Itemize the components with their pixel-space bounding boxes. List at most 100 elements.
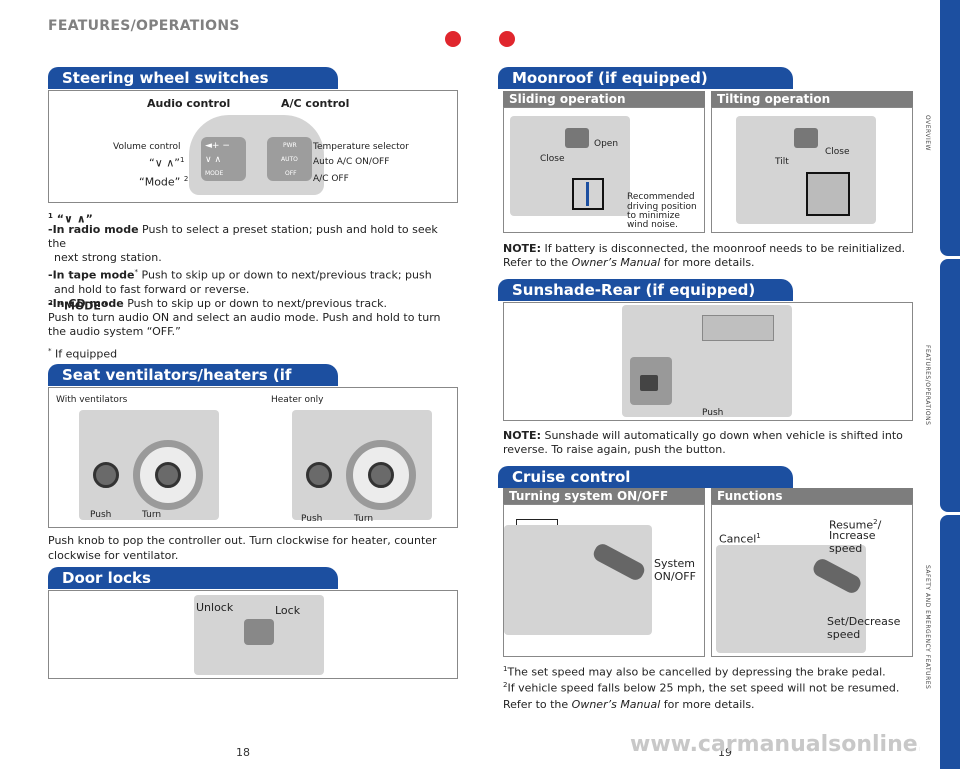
ac-switch-panel: PWR AUTO OFF [267,137,312,181]
recommended-line-4: wind noise. [627,220,678,230]
owners-manual-ref: Owner’s Manual [571,698,661,711]
sunshade-note-line-1: NOTE: Sunshade will automatically go dow… [503,429,903,443]
marker-line [586,182,589,206]
speed-label: speed [827,628,861,641]
tape-mode-text: Push to skip up or down to next/previous… [138,268,432,282]
with-ventilators-label: With ventilators [56,395,128,405]
refer-text: Refer to the [503,698,572,711]
position-callout [572,178,604,210]
steering-figure-box: Audio control A/C control ◄+ − ∨ ∧ MODE … [48,90,458,203]
ventilator-illustration [79,410,219,520]
cruise-onoff-figure-box: CRUISE System ON/OFF [503,504,705,657]
cd-mode-line: -In CD mode Push to skip up or down to n… [48,297,458,311]
resume-label: Resume2/ [829,516,881,532]
cruise-footnote-1: 1The set speed may also be cancelled by … [503,662,886,680]
footnote-text: If vehicle speed falls below 25 mph, the… [507,681,900,695]
seat-section-title: Seat ventilators/heaters (if equipped) [48,364,338,406]
footnote-ref-1: 1 [756,532,761,540]
sliding-figure-box: Close Open Recommended driving position … [503,107,705,233]
volume-icon: ◄+ − [205,141,230,151]
note-label: NOTE: [503,242,541,255]
cruise-lever [590,541,648,583]
note-text: Sunshade will automatically go down when… [540,429,903,442]
system-label: System [654,557,696,570]
tilting-illustration [736,116,876,224]
heater-illustration [292,410,432,520]
steering-section-title: Steering wheel switches [48,67,338,89]
moonroof-section-title: Moonroof (if equipped) [498,67,793,89]
ac-off-label: A/C OFF [313,174,349,184]
seek-note-heading: 1 “∨ ∧” [48,209,93,227]
radio-mode-label: -In radio mode [48,223,139,236]
pwr-button-label: PWR [283,142,297,149]
sunshade-button [640,375,658,391]
watermark: www.carmanualsonline.info [630,732,960,757]
steering-wheel-illustration: ◄+ − ∨ ∧ MODE PWR AUTO OFF [189,115,324,195]
tilt-callout [806,172,850,216]
left-knob [306,462,332,488]
sidebar-label-overview: OVERVIEW [924,115,931,151]
sidebar-label-column: OVERVIEW FEATURES/OPERATIONS SAFETY AND … [920,0,940,769]
sliding-operation-heading: Sliding operation [503,91,705,107]
sidebar-label-safety: SAFETY AND EMERGENCY FEATURES [924,565,931,690]
footnote-ref-2: 2 [183,175,189,183]
cruise-footnote-2: 2If vehicle speed falls below 25 mph, th… [503,678,899,696]
seek-label: “∨ ∧”1 [149,154,184,170]
push-label: Push [301,514,323,524]
temperature-selector-label: Temperature selector [313,142,409,152]
cancel-text: Cancel [719,532,757,546]
cruise-functions-figure-box: Cancel1 Resume2/ Increase speed Set/Decr… [711,504,913,657]
sliding-illustration [510,116,630,216]
seek-symbol: “∨ ∧” [149,156,180,170]
door-section-title: Door locks [48,567,338,589]
note-label: NOTE: [503,429,541,442]
sunshade-illustration [622,305,792,417]
resume-text: Resume [829,518,874,532]
unlock-label: Unlock [196,601,234,614]
right-knob [155,462,181,488]
if-equipped-text: If equipped [51,347,118,361]
moonroof-switch [565,128,589,148]
onoff-label: ON/OFF [654,570,696,583]
recommended-line-1: Recommended [627,192,695,202]
footnote-number: 2 [48,299,53,307]
lock-switch [244,619,274,645]
heater-only-label: Heater only [271,395,324,405]
tape-mode-label: -In tape mode [48,268,135,282]
cruise-functions-illustration [716,545,866,653]
radio-mode-text: Push to select a preset station; push an… [48,223,438,250]
sidebar-tab-safety[interactable] [940,515,960,769]
mode-note-line-1: Push to turn audio ON and select an audi… [48,311,441,324]
cd-mode-label: -In CD mode [48,296,124,310]
cancel-label: Cancel1 [719,530,761,546]
seek-icon: ∨ ∧ [205,155,222,165]
sidebar-tab-features[interactable] [940,259,960,512]
functions-heading: Functions [711,488,913,504]
slash: / [877,518,882,532]
footnote-ref-2: 2 [873,518,878,526]
mode-note-line-2: the audio system “OFF.” [48,325,181,338]
auto-button-label: AUTO [281,156,298,163]
sidebar-label-features: FEATURES/OPERATIONS [924,345,931,426]
door-lock-illustration [194,595,324,675]
refer-text: for more details. [660,698,755,711]
cruise-stalk-illustration [504,525,652,635]
close-label: Close [825,147,850,157]
footnote-ref-1: 1 [180,156,185,164]
seat-figure-box: With ventilators Heater only Push Turn P… [48,387,458,528]
sidebar-tab-overview[interactable] [940,0,960,256]
set-decrease-label: Set/Decrease [827,615,901,628]
tape-mode-text-cont: and hold to fast forward or reverse. [54,282,250,296]
sunshade-switch-panel [630,357,672,405]
tilting-operation-heading: Tilting operation [711,91,913,107]
if-equipped-note: * If equipped [48,344,117,362]
push-label: Push [90,510,112,520]
page-header: FEATURES/OPERATIONS [48,18,240,34]
sunshade-figure-box: Push [503,302,913,421]
page-number-left: 18 [236,746,250,759]
red-dot-marker [445,31,461,47]
asterisk-ref: * [48,347,52,355]
recommended-line-3: to minimize [627,211,680,221]
seek-heading-text: “∨ ∧” [56,212,93,226]
close-label: Close [540,154,565,164]
